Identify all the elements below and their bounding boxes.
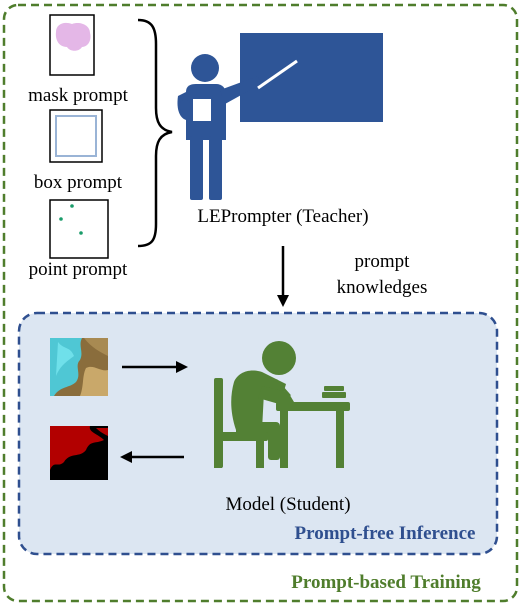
point-prompt-tile <box>49 199 109 259</box>
input-arrow-head <box>176 361 188 373</box>
point-dot-icon <box>70 204 74 208</box>
box-prompt-tile <box>49 109 103 163</box>
output-arrow-head <box>120 451 132 463</box>
brace-icon <box>137 18 173 248</box>
inner-box-title: Prompt-free Inference <box>295 523 476 544</box>
prompt-based-training-frame <box>2 3 519 603</box>
outer-box-title: Prompt-based Training <box>291 572 481 593</box>
pointer-stick <box>257 59 298 90</box>
point-prompt-label: point prompt <box>29 259 128 280</box>
box-prompt-label: box prompt <box>34 172 123 193</box>
point-dot-icon <box>59 217 63 221</box>
teacher-label: LEPrompter (Teacher) <box>197 206 368 227</box>
mask-prompt-label: mask prompt <box>28 85 128 106</box>
mask-prompt-tile <box>49 14 95 76</box>
output-segmentation-image <box>50 426 108 480</box>
input-image <box>50 338 108 396</box>
teacher-hand <box>180 100 190 112</box>
arrow-label-line1: prompt <box>355 251 411 272</box>
mask-shape-icon <box>55 22 91 51</box>
knowledge-arrow-head <box>277 295 289 307</box>
point-dot-icon <box>79 231 83 235</box>
student-label: Model (Student) <box>225 494 350 515</box>
arrow-label-line2: knowledges <box>337 277 428 298</box>
pencil-icon <box>275 379 291 397</box>
teacher-paper <box>191 97 213 123</box>
whiteboard-icon <box>240 33 383 122</box>
box-shape-icon <box>55 115 97 157</box>
student-icon <box>214 341 350 468</box>
